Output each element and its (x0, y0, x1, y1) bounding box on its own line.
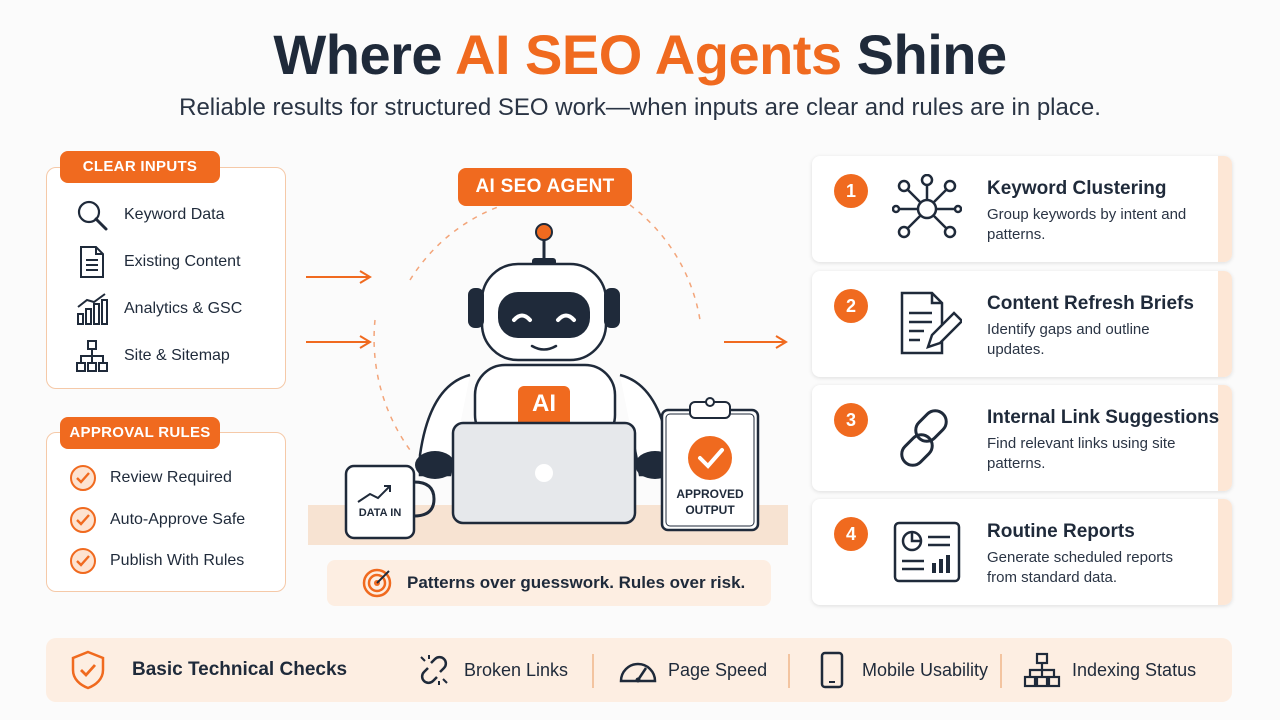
input-item-keyword-data: Keyword Data (74, 197, 225, 233)
task-card-routine-reports: 4 Routine Reports Generate scheduled rep… (812, 499, 1232, 605)
sitemap-icon (74, 338, 110, 374)
rule-item-publish: Publish With Rules (70, 548, 244, 574)
report-icon (893, 521, 961, 583)
input-item-label: Keyword Data (124, 206, 225, 223)
sitemap-icon (1022, 650, 1062, 690)
title-start: Where (273, 23, 455, 86)
check-circle-icon (70, 548, 96, 574)
clear-inputs-label: CLEAR INPUTS (60, 151, 220, 183)
ai-agent-illustration (308, 199, 788, 545)
task-number: 4 (834, 517, 868, 551)
network-icon (892, 174, 962, 239)
task-card-keyword-clustering: 1 Keyword Clustering Group keywords by i… (812, 156, 1232, 262)
mobile-icon (812, 650, 852, 690)
speedometer-icon (618, 650, 658, 690)
task-card-internal-links: 3 Internal Link Suggestions Find relevan… (812, 385, 1232, 491)
approval-rules-label: APPROVAL RULES (60, 417, 220, 449)
ai-agent-label: AI SEO AGENT (458, 168, 632, 206)
check-page-speed: Page Speed (618, 638, 767, 702)
task-desc: Group keywords by intent and patterns. (987, 206, 1187, 243)
page-subtitle: Reliable results for structured SEO work… (179, 94, 1101, 121)
tagline-text: Patterns over guesswork. Rules over risk… (407, 573, 746, 592)
task-title: Routine Reports (987, 521, 1135, 542)
rule-item-auto-approve: Auto-Approve Safe (70, 507, 245, 533)
task-number: 2 (834, 289, 868, 323)
output-arrow (724, 335, 788, 349)
check-broken-links: Broken Links (414, 638, 568, 702)
input-item-label: Analytics & GSC (124, 300, 243, 317)
check-label: Page Speed (668, 659, 768, 680)
divider (1000, 654, 1002, 688)
task-title: Content Refresh Briefs (987, 293, 1194, 314)
shield-icon (68, 650, 108, 690)
task-number: 1 (834, 174, 868, 208)
task-title: Keyword Clustering (987, 178, 1167, 199)
check-mobile-usability: Mobile Usability (812, 638, 988, 702)
rule-item-label: Auto-Approve Safe (110, 511, 246, 528)
task-desc: Generate scheduled reports from standard… (987, 549, 1173, 586)
ai-badge-text: AI (532, 390, 556, 417)
task-desc: Identify gaps and outline updates. (987, 321, 1150, 358)
divider (788, 654, 790, 688)
rule-item-label: Publish With Rules (110, 552, 245, 569)
check-label: Indexing Status (1072, 659, 1197, 680)
mug-label: DATA IN (358, 507, 402, 519)
check-indexing-status: Indexing Status (1022, 638, 1196, 702)
magnifier-icon (74, 197, 110, 233)
link-icon (900, 409, 948, 467)
input-item-analytics: Analytics & GSC (74, 291, 242, 327)
title-end: Shine (841, 23, 1007, 86)
technical-checks-bar: Basic Technical Checks Broken Links Page… (46, 638, 1232, 702)
rule-item-label: Review Required (110, 469, 232, 486)
target-icon (361, 567, 393, 599)
document-icon (74, 244, 110, 280)
page-title: Where AI SEO Agents Shine (0, 22, 1280, 87)
rule-item-review: Review Required (70, 465, 232, 491)
input-item-sitemap: Site & Sitemap (74, 338, 230, 374)
input-arrows (306, 270, 372, 349)
broken-link-icon (414, 650, 454, 690)
title-accent: AI SEO Agents (455, 23, 842, 86)
check-label: Broken Links (464, 659, 569, 680)
task-number: 3 (834, 403, 868, 437)
input-item-label: Existing Content (124, 253, 241, 270)
input-item-existing-content: Existing Content (74, 244, 241, 280)
input-item-label: Site & Sitemap (124, 347, 230, 364)
technical-checks-title: Basic Technical Checks (68, 638, 347, 702)
approved-line: APPROVED (676, 487, 744, 501)
task-title: Internal Link Suggestions (987, 407, 1220, 428)
task-card-content-refresh: 2 Content Refresh Briefs Identify gaps a… (812, 271, 1232, 377)
tagline-banner: Patterns over guesswork. Rules over risk… (327, 560, 771, 606)
document-edit-icon (900, 291, 962, 355)
task-desc: Find relevant links using site patterns. (987, 435, 1176, 472)
approved-output-label: APPROVED OUTPUT (662, 486, 758, 518)
divider (592, 654, 594, 688)
bar-chart-icon (74, 291, 110, 327)
output-line: OUTPUT (685, 503, 735, 517)
technical-checks-title-text: Basic Technical Checks (132, 659, 348, 680)
check-circle-icon (70, 465, 96, 491)
check-circle-icon (70, 507, 96, 533)
check-label: Mobile Usability (862, 659, 989, 680)
